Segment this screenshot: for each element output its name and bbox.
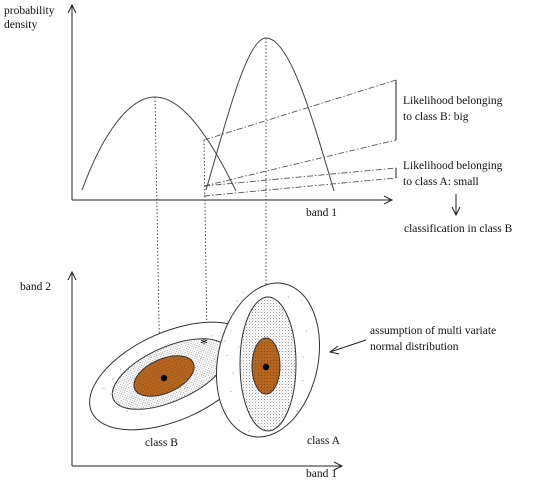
class-b-mean-dot (160, 374, 168, 382)
sample-specks (101, 291, 308, 433)
class-b-density-curve (81, 96, 237, 192)
unknown-pixel-star: * (200, 336, 208, 353)
density-x-arrow-icon (383, 195, 394, 205)
density-y-arrow-icon (67, 3, 77, 14)
class-a-label: class A (307, 435, 341, 447)
assumption-arrow-shaft (329, 339, 367, 353)
classification-label: classification in class B (404, 223, 513, 235)
density-y-label-line2: density (4, 19, 37, 31)
likelihood-b-upper-line (203, 79, 397, 141)
density-y-label-line1: probability (4, 5, 55, 17)
class-b-mean-connector (154, 96, 161, 379)
class-b-label: class B (145, 437, 178, 449)
likelihood-b-lower-line (203, 139, 397, 187)
likelihood-a-upper-line (203, 167, 397, 187)
class-a-density-curve (205, 37, 335, 192)
feature-x-arrow-icon (333, 461, 344, 471)
likelihood-b-label-line2: to class B: big (403, 111, 469, 123)
class-a-cluster (215, 282, 321, 438)
feature-x-label: band 1 (306, 468, 337, 480)
feature-space-plot: * band 2 band 1 class B class A assumpti… (20, 270, 496, 480)
classification-arrow-icon (451, 206, 461, 217)
likelihood-b-label-line1: Likelihood belonging (403, 95, 503, 107)
likelihood-a-label-line2: to class A: small (403, 176, 479, 188)
feature-y-label: band 2 (20, 281, 51, 293)
pixel-connector (203, 139, 208, 339)
density-plot: probability density band 1 Likelihood be… (4, 3, 513, 235)
class-b-cluster (89, 321, 255, 431)
assumption-arrow-icon (328, 345, 340, 355)
assumption-label-line1: assumption of multi variate (370, 325, 496, 337)
class-a-mean-dot (262, 363, 270, 371)
feature-y-arrow-icon (67, 270, 77, 281)
density-x-label: band 1 (306, 207, 337, 219)
assumption-label-line2: normal distribution (370, 341, 459, 353)
likelihood-a-label-line1: Likelihood belonging (403, 160, 503, 172)
likelihood-a-lower-line (203, 177, 397, 197)
